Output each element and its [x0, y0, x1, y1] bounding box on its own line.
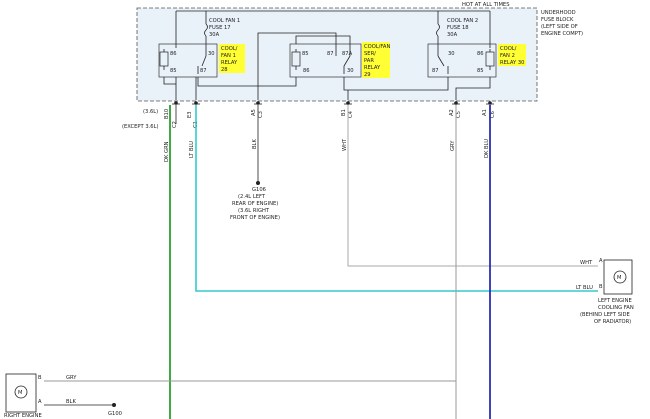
svg-text:SER/: SER/	[364, 51, 376, 57]
svg-text:UNDERHOOD: UNDERHOOD	[541, 10, 576, 16]
svg-text:BLK: BLK	[252, 139, 258, 149]
svg-text:GRY: GRY	[450, 140, 456, 151]
relay-29-label: COOL/FAN SER/ PAR RELAY 29	[362, 42, 390, 78]
svg-text:(BEHIND LEFT SIDE: (BEHIND LEFT SIDE	[580, 312, 630, 318]
ground-g106-label: G106 (2.4L LEFT REAR OF ENGINE) (3.6L RI…	[230, 187, 280, 221]
svg-text:OF RADIATOR): OF RADIATOR)	[594, 319, 631, 325]
svg-text:A5: A5	[251, 109, 257, 116]
svg-text:28: 28	[221, 67, 228, 73]
svg-text:B10: B10	[164, 109, 170, 119]
fuse-18: COOL FAN 2 FUSE 18 30A	[436, 11, 478, 48]
svg-text:COOL/: COOL/	[500, 46, 517, 52]
svg-text:COOL FAN 1: COOL FAN 1	[209, 18, 240, 24]
svg-text:COOL/FAN: COOL/FAN	[364, 44, 390, 50]
svg-text:87: 87	[432, 68, 439, 74]
relay-28: 86 30 85 87	[158, 43, 218, 78]
wire-wht	[347, 105, 598, 267]
svg-text:GRY: GRY	[66, 375, 77, 381]
svg-text:RELAY: RELAY	[364, 65, 381, 71]
svg-text:C5: C5	[456, 111, 462, 118]
svg-text:(3.6L): (3.6L)	[143, 109, 158, 115]
svg-text:FUSE BLOCK: FUSE BLOCK	[541, 17, 574, 23]
svg-text:86: 86	[303, 68, 310, 74]
svg-text:COOL FAN 2: COOL FAN 2	[447, 18, 478, 24]
svg-text:LT BLU: LT BLU	[189, 141, 195, 158]
svg-text:COOL/: COOL/	[221, 46, 238, 52]
svg-text:FAN 2: FAN 2	[500, 53, 515, 59]
svg-text:29: 29	[364, 72, 371, 78]
svg-text:RELAY: RELAY	[221, 60, 238, 66]
svg-text:C6: C6	[490, 111, 496, 118]
svg-text:G106: G106	[252, 187, 266, 193]
connector-pins	[172, 101, 494, 105]
svg-text:FRONT OF ENGINE): FRONT OF ENGINE)	[230, 215, 280, 221]
svg-text:(EXCEPT 3.6L): (EXCEPT 3.6L)	[122, 124, 159, 130]
svg-text:87A: 87A	[342, 51, 353, 57]
svg-text:G100: G100	[108, 411, 122, 417]
hot-at-all-times-label: HOT AT ALL TIMES	[462, 2, 510, 8]
svg-text:85: 85	[477, 68, 484, 74]
engine-variant-notes: (3.6L) (EXCEPT 3.6L)	[122, 109, 159, 130]
svg-text:(LEFT SIDE OF: (LEFT SIDE OF	[541, 24, 578, 30]
svg-text:M: M	[617, 275, 621, 281]
svg-text:A2: A2	[449, 109, 455, 116]
wire-color-labels: DK GRN LT BLU BLK WHT GRY DK BLU	[164, 138, 490, 162]
fuse-17: COOL FAN 1 FUSE 17 30A	[204, 11, 240, 48]
svg-text:86: 86	[477, 51, 484, 57]
svg-text:30A: 30A	[209, 32, 220, 38]
svg-text:REAR OF ENGINE): REAR OF ENGINE)	[232, 201, 278, 207]
svg-text:B: B	[38, 375, 42, 381]
svg-text:FUSE 18: FUSE 18	[447, 25, 469, 31]
svg-text:30A: 30A	[447, 32, 458, 38]
svg-text:30: 30	[448, 51, 455, 57]
svg-text:87: 87	[200, 68, 207, 74]
right-cooling-fan: M B A GRY BLK RIGHT ENGINE G100	[4, 373, 122, 419]
svg-text:87: 87	[327, 51, 334, 57]
connector-labels: B10 E3 A5 B1 A2 A1 C2 C1 C3 C4 C5 C6	[164, 109, 496, 128]
relay-29: 85 87 87A 86 30	[289, 43, 362, 78]
svg-text:30: 30	[208, 51, 215, 57]
svg-text:HOT AT ALL TIMES: HOT AT ALL TIMES	[462, 2, 510, 8]
wire-lt-blu	[195, 105, 598, 292]
svg-text:RIGHT ENGINE: RIGHT ENGINE	[4, 413, 42, 419]
svg-text:C2: C2	[172, 121, 178, 128]
svg-text:C4: C4	[348, 110, 354, 118]
fuse-block-outline	[136, 7, 538, 102]
svg-text:86: 86	[170, 51, 177, 57]
svg-text:A: A	[599, 258, 603, 264]
svg-text:BLK: BLK	[66, 399, 76, 405]
svg-text:FAN 1: FAN 1	[221, 53, 236, 59]
svg-text:WHT: WHT	[580, 260, 593, 266]
svg-text:B1: B1	[341, 109, 347, 116]
relay-30: 30 86 85 87	[427, 43, 497, 78]
svg-text:B: B	[599, 284, 603, 290]
svg-text:A: A	[38, 399, 42, 405]
svg-text:85: 85	[170, 68, 177, 74]
relay-28-label: COOL/ FAN 1 RELAY 28	[219, 44, 245, 73]
svg-text:(2.4L LEFT: (2.4L LEFT	[238, 194, 266, 200]
relay-30-label: COOL/ FAN 2 RELAY 30	[498, 44, 526, 66]
svg-text:FUSE 17: FUSE 17	[209, 25, 231, 31]
svg-text:(3.6L RIGHT: (3.6L RIGHT	[238, 208, 270, 214]
svg-text:E3: E3	[187, 111, 193, 118]
svg-text:LEFT ENGINE: LEFT ENGINE	[598, 298, 632, 304]
fuse-block-title: UNDERHOOD FUSE BLOCK (LEFT SIDE OF ENGIN…	[541, 10, 583, 37]
svg-text:COOLING FAN: COOLING FAN	[598, 305, 634, 311]
svg-text:PAR: PAR	[364, 58, 374, 64]
svg-text:DK GRN: DK GRN	[164, 141, 170, 162]
svg-text:85: 85	[302, 51, 309, 57]
svg-text:WHT: WHT	[342, 138, 348, 151]
svg-text:LT BLU: LT BLU	[576, 285, 593, 291]
svg-text:RELAY 30: RELAY 30	[500, 60, 524, 66]
svg-text:ENGINE COMPT): ENGINE COMPT)	[541, 31, 583, 37]
left-cooling-fan: WHT LT BLU A B M LEFT ENGINE COOLING FAN…	[576, 258, 634, 325]
svg-text:A1: A1	[482, 109, 488, 116]
svg-text:M: M	[18, 390, 22, 396]
svg-text:DK BLU: DK BLU	[484, 139, 490, 158]
svg-text:C3: C3	[258, 111, 264, 118]
fuse-block-internal-wiring	[163, 32, 491, 100]
svg-text:30: 30	[347, 68, 354, 74]
